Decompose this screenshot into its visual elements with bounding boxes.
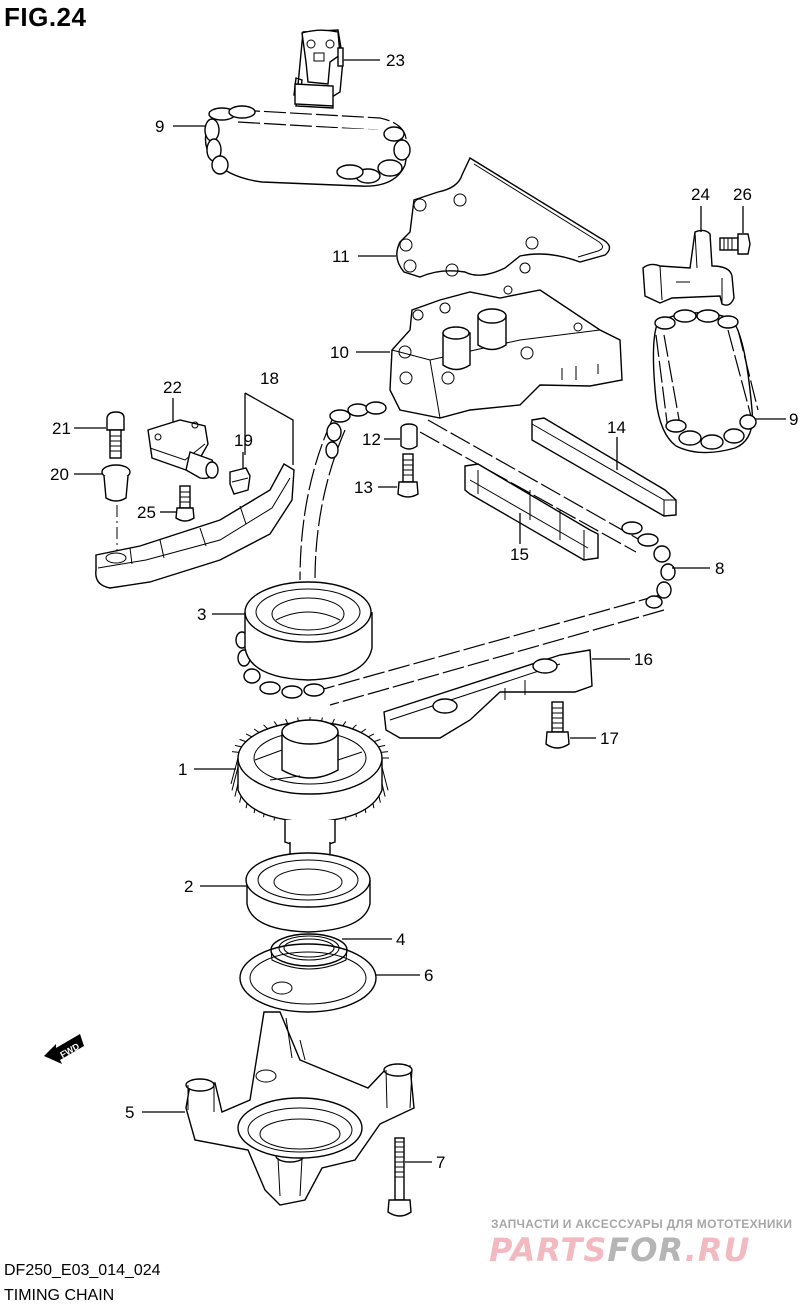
part-9-cam-chain-upper[interactable] [204, 105, 411, 187]
leader-18 [244, 392, 294, 465]
fwd-arrow-icon: FWD [44, 1034, 84, 1064]
gear-tooth [360, 728, 367, 733]
part-26-bolt[interactable] [719, 233, 751, 255]
part-12-dowel-pin[interactable] [400, 423, 418, 450]
part-2-bearing[interactable] [245, 852, 371, 933]
part-25-bolt[interactable] [175, 485, 195, 522]
chain-links-upper-left [325, 401, 387, 459]
callout-24: 24 [691, 185, 710, 204]
part-17-bolt[interactable] [545, 701, 570, 749]
part-20-collar[interactable] [101, 464, 131, 502]
watermark-logo-for: FOR [607, 1231, 685, 1269]
watermark-tagline: ЗАПЧАСТИ И АКСЕССУАРЫ ДЛЯ МОТОТЕХНИКИ [491, 1217, 793, 1231]
gear-tooth [273, 721, 278, 727]
callout-7: 7 [436, 1153, 445, 1172]
part-10-chain-housing[interactable] [389, 285, 623, 419]
callout-20: 20 [50, 465, 69, 484]
part-4-oil-seal[interactable] [270, 933, 348, 970]
chain-links-top-right [336, 126, 411, 184]
callout-13: 13 [354, 478, 373, 497]
chain-links-lower-left [235, 631, 325, 699]
gear-tooth [239, 738, 247, 743]
gear-tooth [245, 733, 252, 738]
gear-tooth [373, 738, 381, 743]
part-22-tensioner-adjuster[interactable] [147, 419, 219, 480]
gear-tooth [230, 757, 239, 785]
figure-title: FIG.24 [4, 2, 87, 32]
chain-links-right-top [654, 309, 739, 330]
gear-tooth [381, 751, 389, 753]
part-8-timing-chain[interactable] [235, 401, 676, 706]
watermark-logo-ru: .RU [684, 1231, 751, 1269]
callout-21: 21 [52, 419, 71, 438]
callout-26: 26 [733, 185, 752, 204]
callout-18: 18 [260, 369, 279, 388]
gear-tooth [331, 718, 335, 724]
callout-11: 11 [332, 247, 350, 266]
gear-tooth [253, 728, 260, 733]
part-23-chain-guide-bracket[interactable] [293, 29, 344, 109]
callout-25: 25 [137, 503, 156, 522]
part-24-tensioner-bracket[interactable] [642, 229, 735, 306]
callout-22: 22 [163, 378, 182, 397]
part-15-chain-guide[interactable] [464, 463, 599, 561]
gear-tooth [378, 744, 386, 748]
part-19-clip[interactable] [229, 467, 251, 495]
part-21-bolt[interactable] [106, 411, 125, 459]
callout-12: 12 [362, 430, 381, 449]
part-13-bolt[interactable] [397, 453, 419, 498]
chain-links-right-bottom [665, 414, 757, 450]
gear-tooth [285, 718, 289, 724]
gear-tooth [368, 733, 375, 738]
part-3-bearing[interactable] [244, 581, 373, 681]
watermark-logo[interactable]: PARTSFOR.RU [489, 1231, 750, 1269]
callout-1: 1 [178, 760, 187, 779]
part-16-tensioner-arm[interactable] [383, 649, 593, 739]
callout-19: 19 [234, 431, 253, 450]
figure-code: DF250_E03_014_024 [4, 1262, 161, 1279]
callout-9-right: 9 [789, 410, 798, 429]
callout-15: 15 [510, 545, 529, 564]
callout-6: 6 [424, 966, 433, 985]
callout-8: 8 [715, 559, 724, 578]
part-6-round-gasket[interactable] [239, 943, 377, 1013]
gear-tooth [342, 721, 347, 727]
callout-3: 3 [197, 605, 206, 624]
part-1-gear-shaft[interactable] [230, 717, 389, 862]
callout-14: 14 [607, 418, 626, 437]
callout-23: 23 [386, 51, 405, 70]
chain-links-top-left [204, 105, 256, 175]
part-5-bearing-housing[interactable] [185, 1011, 415, 1206]
gear-tooth [234, 744, 242, 748]
callout-4: 4 [396, 930, 405, 949]
part-9-cam-chain-right[interactable] [652, 309, 759, 454]
watermark-logo-parts: PARTS [489, 1231, 608, 1269]
callout-17: 17 [600, 729, 619, 748]
part-14-chain-guide[interactable] [531, 417, 677, 517]
callout-2: 2 [184, 877, 193, 896]
callout-16: 16 [634, 650, 653, 669]
gear-tooth [263, 724, 269, 730]
callout-5: 5 [125, 1103, 134, 1122]
gear-tooth [351, 724, 357, 730]
callout-10: 10 [330, 343, 349, 362]
part-11-gasket[interactable] [396, 156, 611, 278]
chain-links-right-bend [621, 521, 676, 609]
gear-tooth [231, 751, 239, 753]
part-7-bolt[interactable] [387, 1137, 412, 1217]
callout-9-upper: 9 [155, 117, 164, 136]
part-18-tensioner-arm[interactable] [95, 463, 295, 589]
figure-name: TIMING CHAIN [4, 1287, 115, 1304]
